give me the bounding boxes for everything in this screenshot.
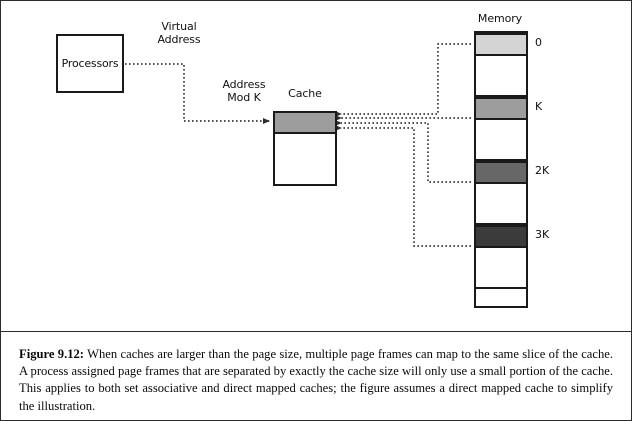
connector-lines [125,43,471,247]
cache-mapped-slice [275,113,335,134]
caption-divider [1,331,631,332]
processors-label: Processors [61,57,119,70]
memory-divider [476,95,526,97]
virtual-address-line2: Address [157,33,201,46]
connector-mem3K-to-cache [335,125,471,247]
memory-divider [476,223,526,225]
address-mod-k-label: Address Mod K [204,78,284,104]
memory-slice-2K [476,161,526,184]
memory-tick-label-0: 0 [535,35,542,49]
memory-divider [476,287,526,289]
cache-box [273,111,337,186]
connector-mem0-to-cache [335,43,471,117]
caption-figure-number: Figure 9.12: [19,347,85,361]
memory-tick-label-3K: 3K [535,227,550,241]
memory-title: Memory [477,12,523,25]
memory-slice-K [476,97,526,120]
figure-caption: Figure 9.12: When caches are larger than… [1,332,631,420]
caption-text: When caches are larger than the page siz… [19,347,614,413]
virtual-address-line1: Virtual [161,20,197,33]
connector-processors-to-cache [125,63,270,124]
memory-slice-0 [476,33,526,56]
connector-mem2K-to-cache [335,120,471,183]
memory-tick-label-K: K [535,99,543,113]
address-mod-k-line2: Mod K [227,91,261,104]
virtual-address-label: Virtual Address [134,20,224,46]
figure-diagram: Processors Virtual Address Address Mod K… [1,1,631,331]
memory-tick-label-2K: 2K [535,163,550,177]
processors-box: Processors [56,34,124,93]
address-mod-k-line1: Address [222,78,266,91]
memory-divider [476,159,526,161]
memory-box [474,31,528,308]
cache-title: Cache [288,87,322,100]
memory-slice-3K [476,225,526,248]
